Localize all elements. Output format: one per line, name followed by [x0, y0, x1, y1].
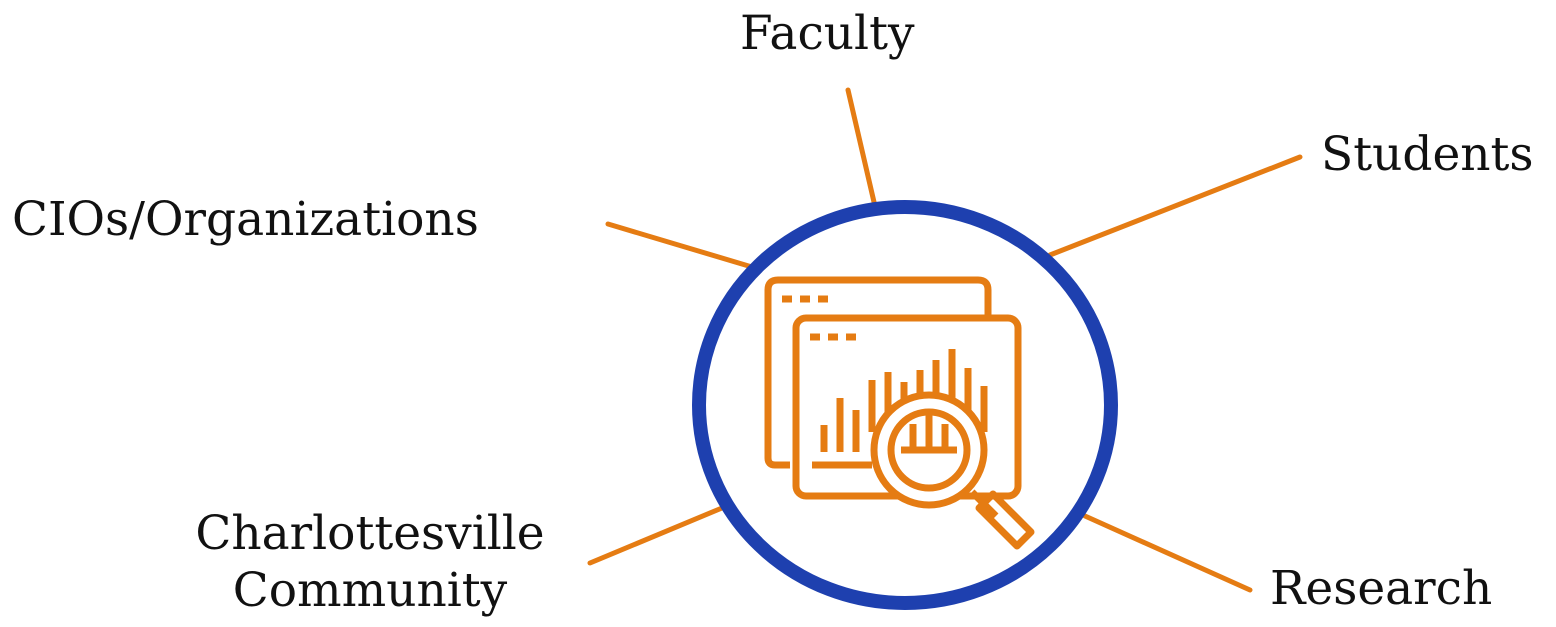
connector-community	[587, 505, 725, 566]
node-label-students: Students	[1321, 127, 1534, 182]
connectors	[587, 87, 1303, 593]
connector-cios	[605, 221, 755, 270]
node-label-research: Research	[1270, 561, 1493, 616]
node-label-line: Community	[232, 563, 508, 619]
node-label-charlottesville-community: Charlottesville Community	[150, 505, 590, 620]
node-label-line: Charlottesville	[195, 506, 545, 561]
connector-research	[1082, 513, 1253, 593]
node-label-cios-organizations: CIOs/Organizations	[12, 192, 479, 247]
analytics-magnifier-icon	[764, 276, 1035, 550]
node-label-faculty: Faculty	[740, 6, 915, 61]
connector-faculty	[845, 87, 877, 205]
connector-students	[1047, 154, 1303, 258]
